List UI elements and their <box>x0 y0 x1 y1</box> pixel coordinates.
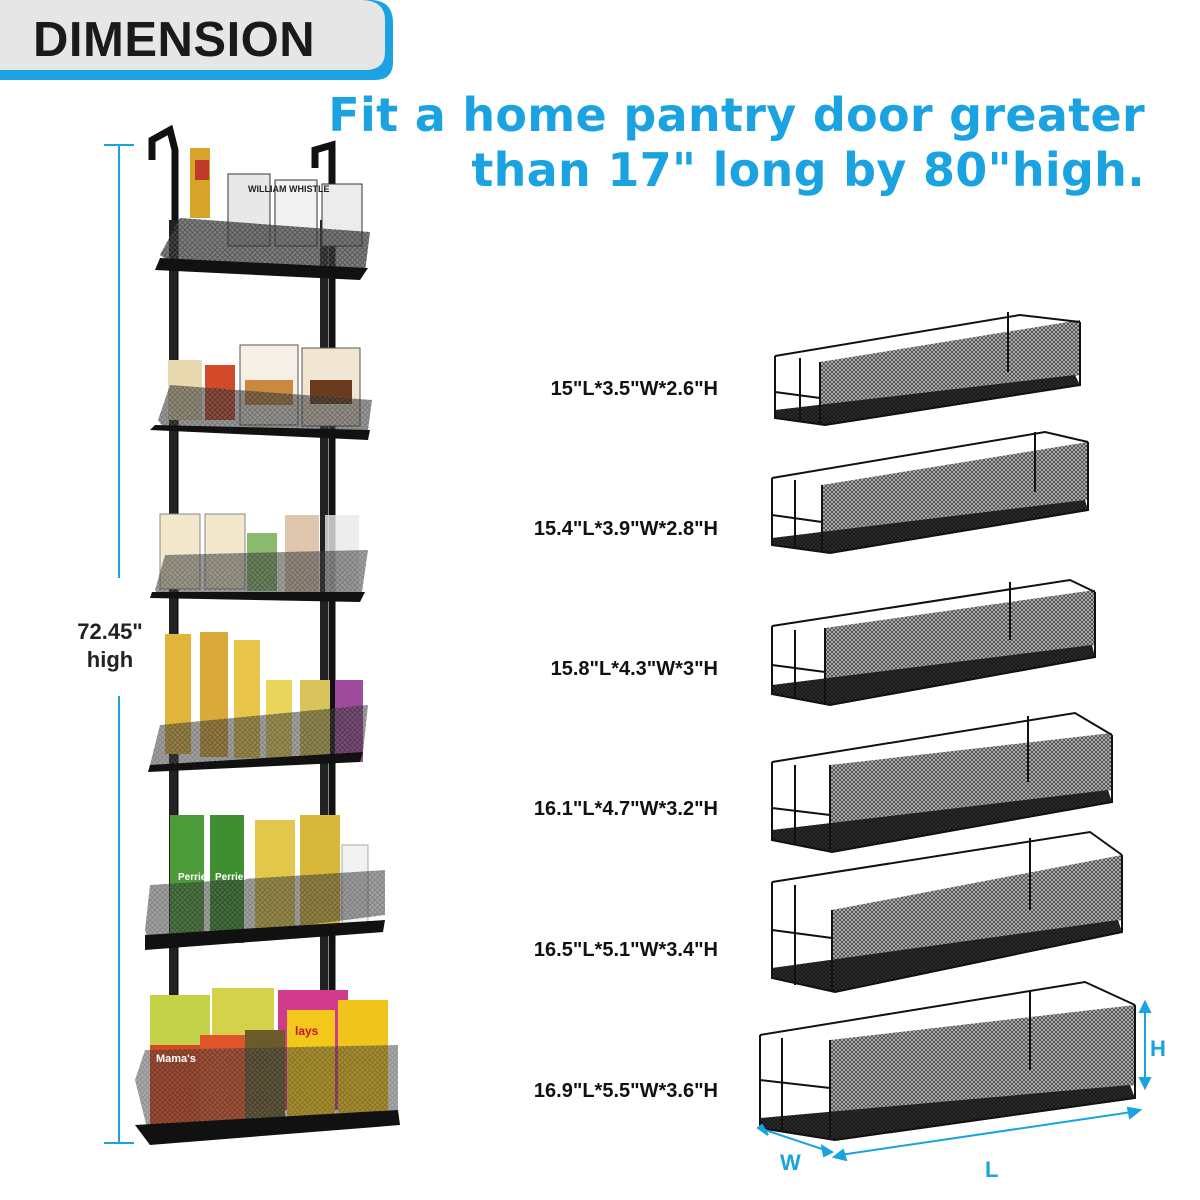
overall-height-label: 72.45" high <box>60 618 160 674</box>
door-rack-illustration: WILLIAM WHISTLE <box>135 124 400 1145</box>
rack-item-label: Perrier <box>178 872 210 883</box>
rack-shelf-4 <box>148 632 368 772</box>
height-dimension-line <box>104 144 134 1144</box>
rack-shelf-6 <box>135 988 400 1145</box>
header-tab <box>0 0 393 80</box>
basket-3 <box>771 578 1096 707</box>
basket-6 <box>759 980 1136 1142</box>
length-axis-label: L <box>985 1157 999 1182</box>
headline: Fit a home pantry door greater than 17" … <box>328 88 1145 198</box>
dimension-arrows <box>756 999 1152 1162</box>
headline-line-2: than 17" long by 80"high. <box>471 143 1145 197</box>
basket-5 <box>771 830 1123 994</box>
rack-shelf-1 <box>155 148 370 280</box>
basket-3-dimensions: 15.8"L*4.3"W*3"H <box>550 658 718 680</box>
width-axis-label: W <box>780 1150 801 1175</box>
rack-item-label: lays <box>295 1024 319 1038</box>
rack-item-label: WILLIAM WHISTLE <box>248 184 329 194</box>
basket-4 <box>771 711 1113 854</box>
basket-4-dimensions: 16.1"L*4.7"W*3.2"H <box>533 798 718 820</box>
basket-1 <box>774 312 1081 427</box>
headline-line-1: Fit a home pantry door greater <box>328 88 1145 142</box>
basket-2 <box>771 430 1089 555</box>
basket-2-dimensions: 15.4"L*3.9"W*2.8"H <box>533 518 718 540</box>
rack-shelf-5 <box>145 815 385 950</box>
rack-shelf-3 <box>150 513 368 602</box>
basket-6-dimensions: 16.9"L*5.5"W*3.6"H <box>533 1080 718 1102</box>
rack-item-label: Mama's <box>156 1053 196 1065</box>
rack-item-label: Perrier <box>215 872 247 883</box>
basket-5-dimensions: 16.5"L*5.1"W*3.4"H <box>533 939 718 961</box>
page-title: DIMENSION <box>33 13 316 67</box>
height-axis-label: H <box>1150 1036 1166 1061</box>
overall-height-value: 72.45" <box>77 619 143 644</box>
overall-height-unit: high <box>86 647 134 672</box>
rack-shelf-2 <box>150 344 372 440</box>
basket-1-dimensions: 15"L*3.5"W*2.6"H <box>550 378 718 400</box>
